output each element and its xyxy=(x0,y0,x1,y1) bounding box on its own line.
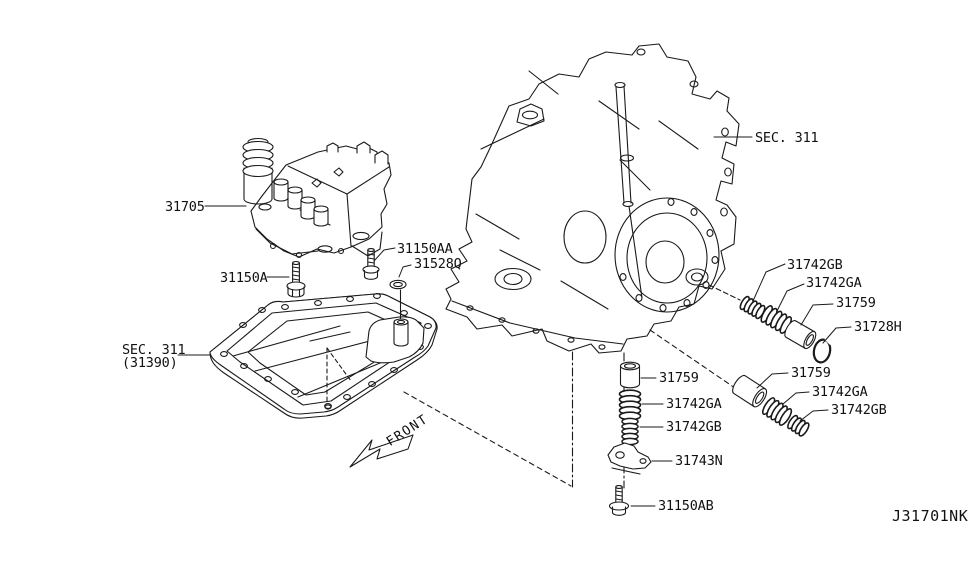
part-label-31150aa: 31150AA xyxy=(397,241,453,257)
sec-ref-label-case: SEC. 311 xyxy=(755,130,819,146)
spring-31742ga-right-drawing xyxy=(761,397,793,426)
part-label-31742gb-upper: 31742GB xyxy=(787,257,843,273)
snap-ring-31728h-drawing xyxy=(812,337,833,364)
sec-ref-pan-line1: SEC. 311 xyxy=(122,342,186,358)
part-label-31728h: 31728H xyxy=(854,319,902,335)
drawing-code: J31701NK xyxy=(892,507,969,525)
washer-31528q-drawing xyxy=(389,279,407,290)
valve-31759-right-drawing xyxy=(732,374,768,408)
front-arrow xyxy=(349,434,414,468)
part-label-31742ga-upper: 31742GA xyxy=(806,275,862,291)
spring-31742gb-right-drawing xyxy=(787,414,810,437)
part-label-31742ga-middle: 31742GA xyxy=(666,396,722,412)
sec-ref-label-pan: SEC. 311(31390) xyxy=(122,342,186,371)
part-label-31742gb-middle: 31742GB xyxy=(666,419,722,435)
spring-31742ga-middle-drawing xyxy=(618,389,642,421)
part-label-31742gb-right: 31742GB xyxy=(831,402,887,418)
part-label-31743n: 31743N xyxy=(675,453,723,469)
part-label-31528q: 31528Q xyxy=(414,256,462,272)
sec-ref-pan-line2: (31390) xyxy=(122,354,178,371)
part-label-31150a: 31150A xyxy=(220,270,268,286)
spring-31742ga-upper-drawing xyxy=(760,305,793,334)
bolt-31150ab-drawing xyxy=(608,485,630,516)
transmission-case-drawing xyxy=(445,43,740,354)
bolt-31150aa-drawing xyxy=(362,248,380,280)
spring-31742gb-middle-drawing xyxy=(621,417,639,446)
bolt-31150a-drawing xyxy=(286,260,306,298)
part-label-31759-upper: 31759 xyxy=(836,295,876,311)
valve-31759-upper-drawing xyxy=(784,319,817,350)
bracket-31743n-drawing xyxy=(607,442,652,475)
part-label-31759-right: 31759 xyxy=(791,365,831,381)
spring-31742gb-upper-drawing xyxy=(739,295,766,320)
valve-31759-middle-drawing xyxy=(619,361,641,389)
leader-lines xyxy=(177,136,852,507)
part-label-31742ga-right: 31742GA xyxy=(812,384,868,400)
valve-body-drawing xyxy=(242,137,392,259)
part-label-31759-middle: 31759 xyxy=(659,370,699,386)
part-label-31705: 31705 xyxy=(165,199,205,215)
oil-pan-drawing xyxy=(209,289,438,419)
part-label-31150ab: 31150AB xyxy=(658,498,714,514)
